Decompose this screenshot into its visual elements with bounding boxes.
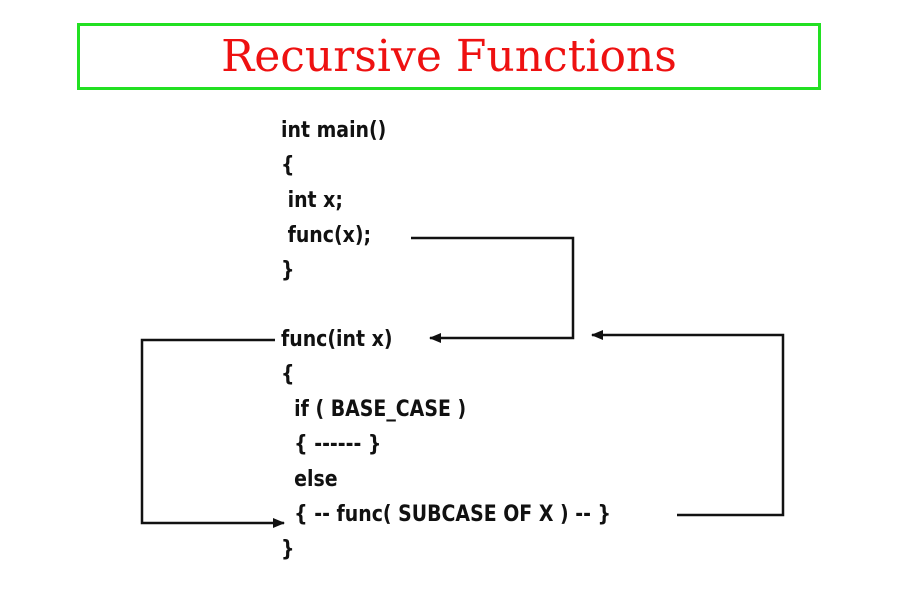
func-if-line: if ( BASE_CASE ) — [281, 397, 467, 422]
func-signature: func(int x) — [281, 327, 393, 352]
title-box: Recursive Functions — [77, 23, 821, 90]
call-arrow — [411, 236, 575, 343]
page-title: Recursive Functions — [221, 31, 677, 82]
main-close-brace: } — [281, 258, 295, 283]
func-close-brace: } — [281, 537, 295, 562]
main-signature: int main() — [281, 118, 387, 143]
func-else-line: else — [281, 467, 338, 492]
func-open-brace: { — [281, 362, 295, 387]
func-recursive-call: { -- func( SUBCASE OF X ) -- } — [281, 502, 611, 527]
func-base-body: { ------ } — [281, 432, 382, 457]
main-open-brace: { — [281, 153, 295, 178]
entry-arrow — [140, 338, 285, 528]
recursion-return-arrow — [591, 330, 785, 517]
main-declaration: int x; — [281, 188, 343, 213]
main-func-call: func(x); — [281, 223, 372, 248]
